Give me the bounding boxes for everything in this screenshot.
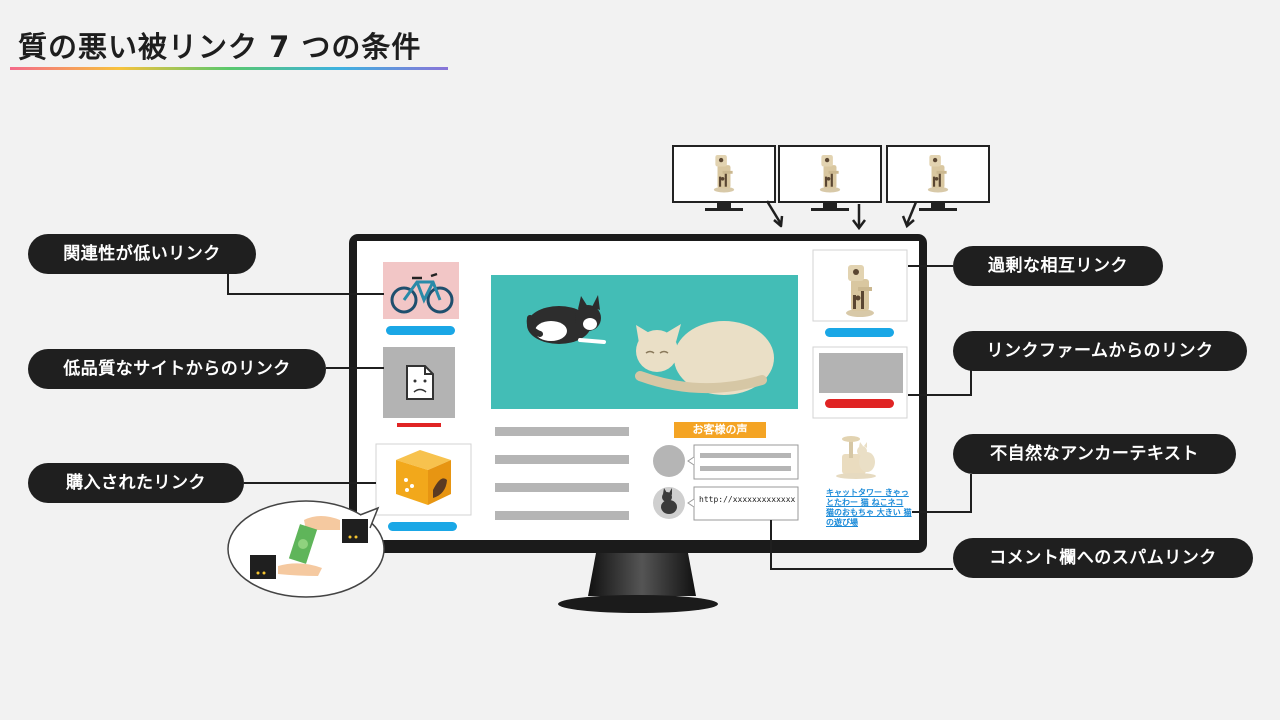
bicycle-thumbnail — [383, 262, 459, 319]
label-link-farm-link: リンクファームからのリンク — [953, 331, 1247, 371]
connector-lines — [227, 265, 972, 570]
unnatural-anchor-text[interactable]: キャットタワー きゃっとたわー 猫 ねこネコ 猫のおもちゃ 大きい 猫の遊び場 — [826, 488, 912, 527]
cat-tower-thumbnail — [812, 249, 908, 322]
small-monitor — [672, 145, 776, 211]
money-exchange-bubble — [227, 500, 385, 598]
label-comment-spam-link: コメント欄へのスパムリンク — [953, 538, 1253, 578]
link-bar — [386, 326, 455, 335]
warning-bar — [397, 423, 441, 427]
spam-url-text[interactable]: http://xxxxxxxxxxxxxxxx.jp — [699, 495, 795, 504]
review-2-spam — [653, 486, 799, 521]
page-title: 質の悪い被リンク 7 つの条件 — [18, 30, 422, 64]
small-monitor — [778, 145, 882, 211]
product-box-thumbnail — [375, 443, 472, 516]
article-text-lines — [495, 427, 629, 520]
review-1 — [653, 444, 799, 480]
title-underline — [10, 67, 448, 70]
broken-file-thumbnail — [383, 347, 455, 418]
link-farm-thumbnail — [812, 346, 908, 419]
small-monitor — [886, 145, 990, 211]
cat-banner — [491, 275, 798, 409]
label-low-quality-site-link: 低品質なサイトからのリンク — [28, 349, 326, 389]
label-unnatural-anchor-text: 不自然なアンカーテキスト — [953, 434, 1236, 474]
reviews-heading: お客様の声 — [674, 422, 766, 438]
link-arrows — [765, 200, 918, 231]
label-purchased-link: 購入されたリンク — [28, 463, 244, 503]
cat-tower-small-image — [836, 436, 876, 479]
label-excessive-reciprocal-link: 過剰な相互リンク — [953, 246, 1163, 286]
link-bar — [388, 522, 457, 531]
link-bar — [825, 328, 894, 337]
label-low-relevance-link: 関連性が低いリンク — [28, 234, 256, 274]
